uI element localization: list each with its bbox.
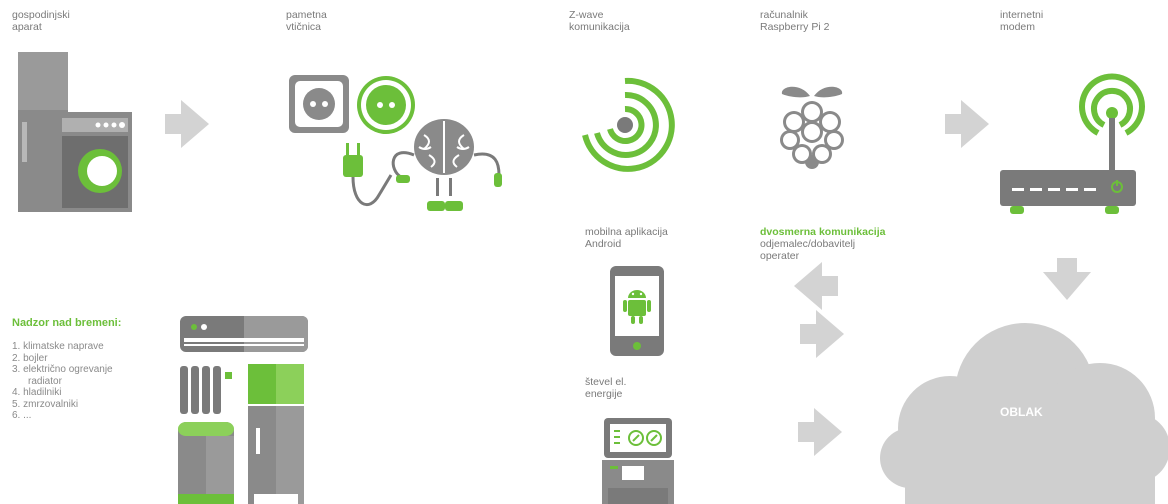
list-item: 4. hladilniki <box>12 387 62 398</box>
arrow-down-icon <box>1043 258 1091 300</box>
arrow-left-icon <box>794 262 838 310</box>
list-item: radiator <box>28 375 62 387</box>
arrow-right-icon <box>800 310 844 358</box>
router-icon <box>1000 73 1145 214</box>
raspberry-pi-icon <box>780 86 844 169</box>
cloud-icon <box>880 323 1168 504</box>
list-item: 1. klimatske naprave <box>12 341 104 352</box>
refrigerator-icon <box>248 364 304 504</box>
electricity-meter-icon <box>602 418 674 504</box>
list-item: 2. bojler <box>12 352 48 364</box>
cloud-label: OBLAK <box>1000 405 1043 419</box>
appliance-icon <box>18 52 132 212</box>
smart-socket-icon <box>289 75 502 211</box>
zwave-icon <box>582 77 675 172</box>
list-item: 3. električno ogrevanje <box>12 364 113 375</box>
boiler-icon <box>178 422 234 504</box>
arrow-right-icon <box>798 408 842 456</box>
phone-icon <box>610 266 664 356</box>
arrow-right-icon <box>165 100 209 148</box>
list-item: 5. zmrzovalniki <box>12 398 79 410</box>
air-conditioner-icon <box>180 316 308 352</box>
radiator-icon <box>180 366 232 414</box>
list-item: 6. ... <box>12 410 32 421</box>
load-control-title: Nadzor nad bremeni: <box>12 317 122 329</box>
arrow-right-icon <box>945 100 989 148</box>
meter-label: števel el.energije <box>585 376 627 400</box>
load-control-list: 1. klimatske naprave 2. bojler 3. elektr… <box>12 341 113 422</box>
